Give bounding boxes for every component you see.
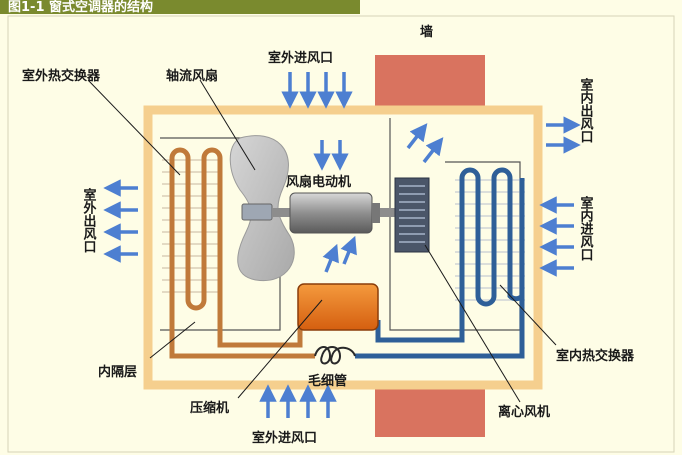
leader-centrifugal-fan bbox=[424, 244, 521, 403]
title-bar: 图1-1 窗式空调器的结构 bbox=[0, 0, 360, 15]
label-centrifugal-fan: 离心风机 bbox=[498, 404, 550, 420]
label-fan-motor: 风扇电动机 bbox=[286, 174, 351, 190]
axial-fan bbox=[229, 135, 295, 282]
label-partition: 内隔层 bbox=[98, 364, 137, 380]
outdoor-heat-exchanger bbox=[162, 147, 223, 315]
outdoor-return-pipe bbox=[169, 315, 315, 359]
label-outdoor-outlet: 室外出风口 bbox=[81, 187, 98, 253]
arrow-indoor-up-1 bbox=[406, 123, 428, 150]
label-outdoor-heat-exchanger: 室外热交换器 bbox=[22, 68, 101, 84]
leader-indoor-coil bbox=[499, 284, 557, 346]
label-indoor-inlet: 室内进风口 bbox=[578, 195, 594, 261]
compressor bbox=[297, 283, 379, 331]
wall-upper bbox=[375, 55, 485, 111]
arrow-up-2 bbox=[340, 235, 357, 265]
wall-lower bbox=[375, 383, 485, 437]
leader-outdoor-coil bbox=[87, 79, 181, 176]
indoor-coil-pipe bbox=[459, 167, 525, 307]
label-indoor-outlet: 室内出风口 bbox=[578, 77, 594, 143]
label-outdoor-inlet-top: 室外进风口 bbox=[268, 50, 333, 66]
leader-partition bbox=[149, 321, 196, 359]
airflow-arrows bbox=[103, 72, 581, 418]
indoor-heat-exchanger bbox=[455, 167, 525, 307]
label-capillary-tube: 毛细管 bbox=[308, 373, 347, 389]
leader-lines bbox=[87, 79, 557, 403]
suction-pipe bbox=[375, 300, 465, 343]
leader-compressor bbox=[237, 299, 323, 399]
discharge-pipe bbox=[217, 300, 303, 348]
leader-axial-fan bbox=[199, 79, 256, 171]
unit-casing bbox=[143, 105, 543, 390]
label-indoor-heat-exchanger: 室内热交换器 bbox=[556, 348, 635, 364]
frame bbox=[7, 15, 675, 453]
label-compressor: 压缩机 bbox=[190, 400, 229, 416]
centrifugal-fan bbox=[394, 177, 430, 253]
label-wall: 墙 bbox=[420, 24, 433, 40]
outdoor-coil-pipe bbox=[169, 147, 223, 315]
fan-motor bbox=[289, 192, 373, 234]
arrow-indoor-up-2 bbox=[422, 137, 444, 164]
title-bar-background bbox=[0, 0, 360, 14]
label-outdoor-inlet-bottom: 室外进风口 bbox=[252, 430, 317, 446]
indoor-supply-pipe bbox=[355, 178, 525, 359]
centrifugal-fan-body bbox=[394, 177, 430, 253]
capillary-tube bbox=[314, 346, 356, 365]
motor-end-cap bbox=[372, 203, 380, 223]
fan-hub bbox=[241, 203, 273, 221]
figure-title: 图1-1 窗式空调器的结构 bbox=[8, 0, 153, 15]
arrow-up-1 bbox=[322, 243, 339, 273]
label-axial-fan: 轴流风扇 bbox=[166, 68, 218, 84]
